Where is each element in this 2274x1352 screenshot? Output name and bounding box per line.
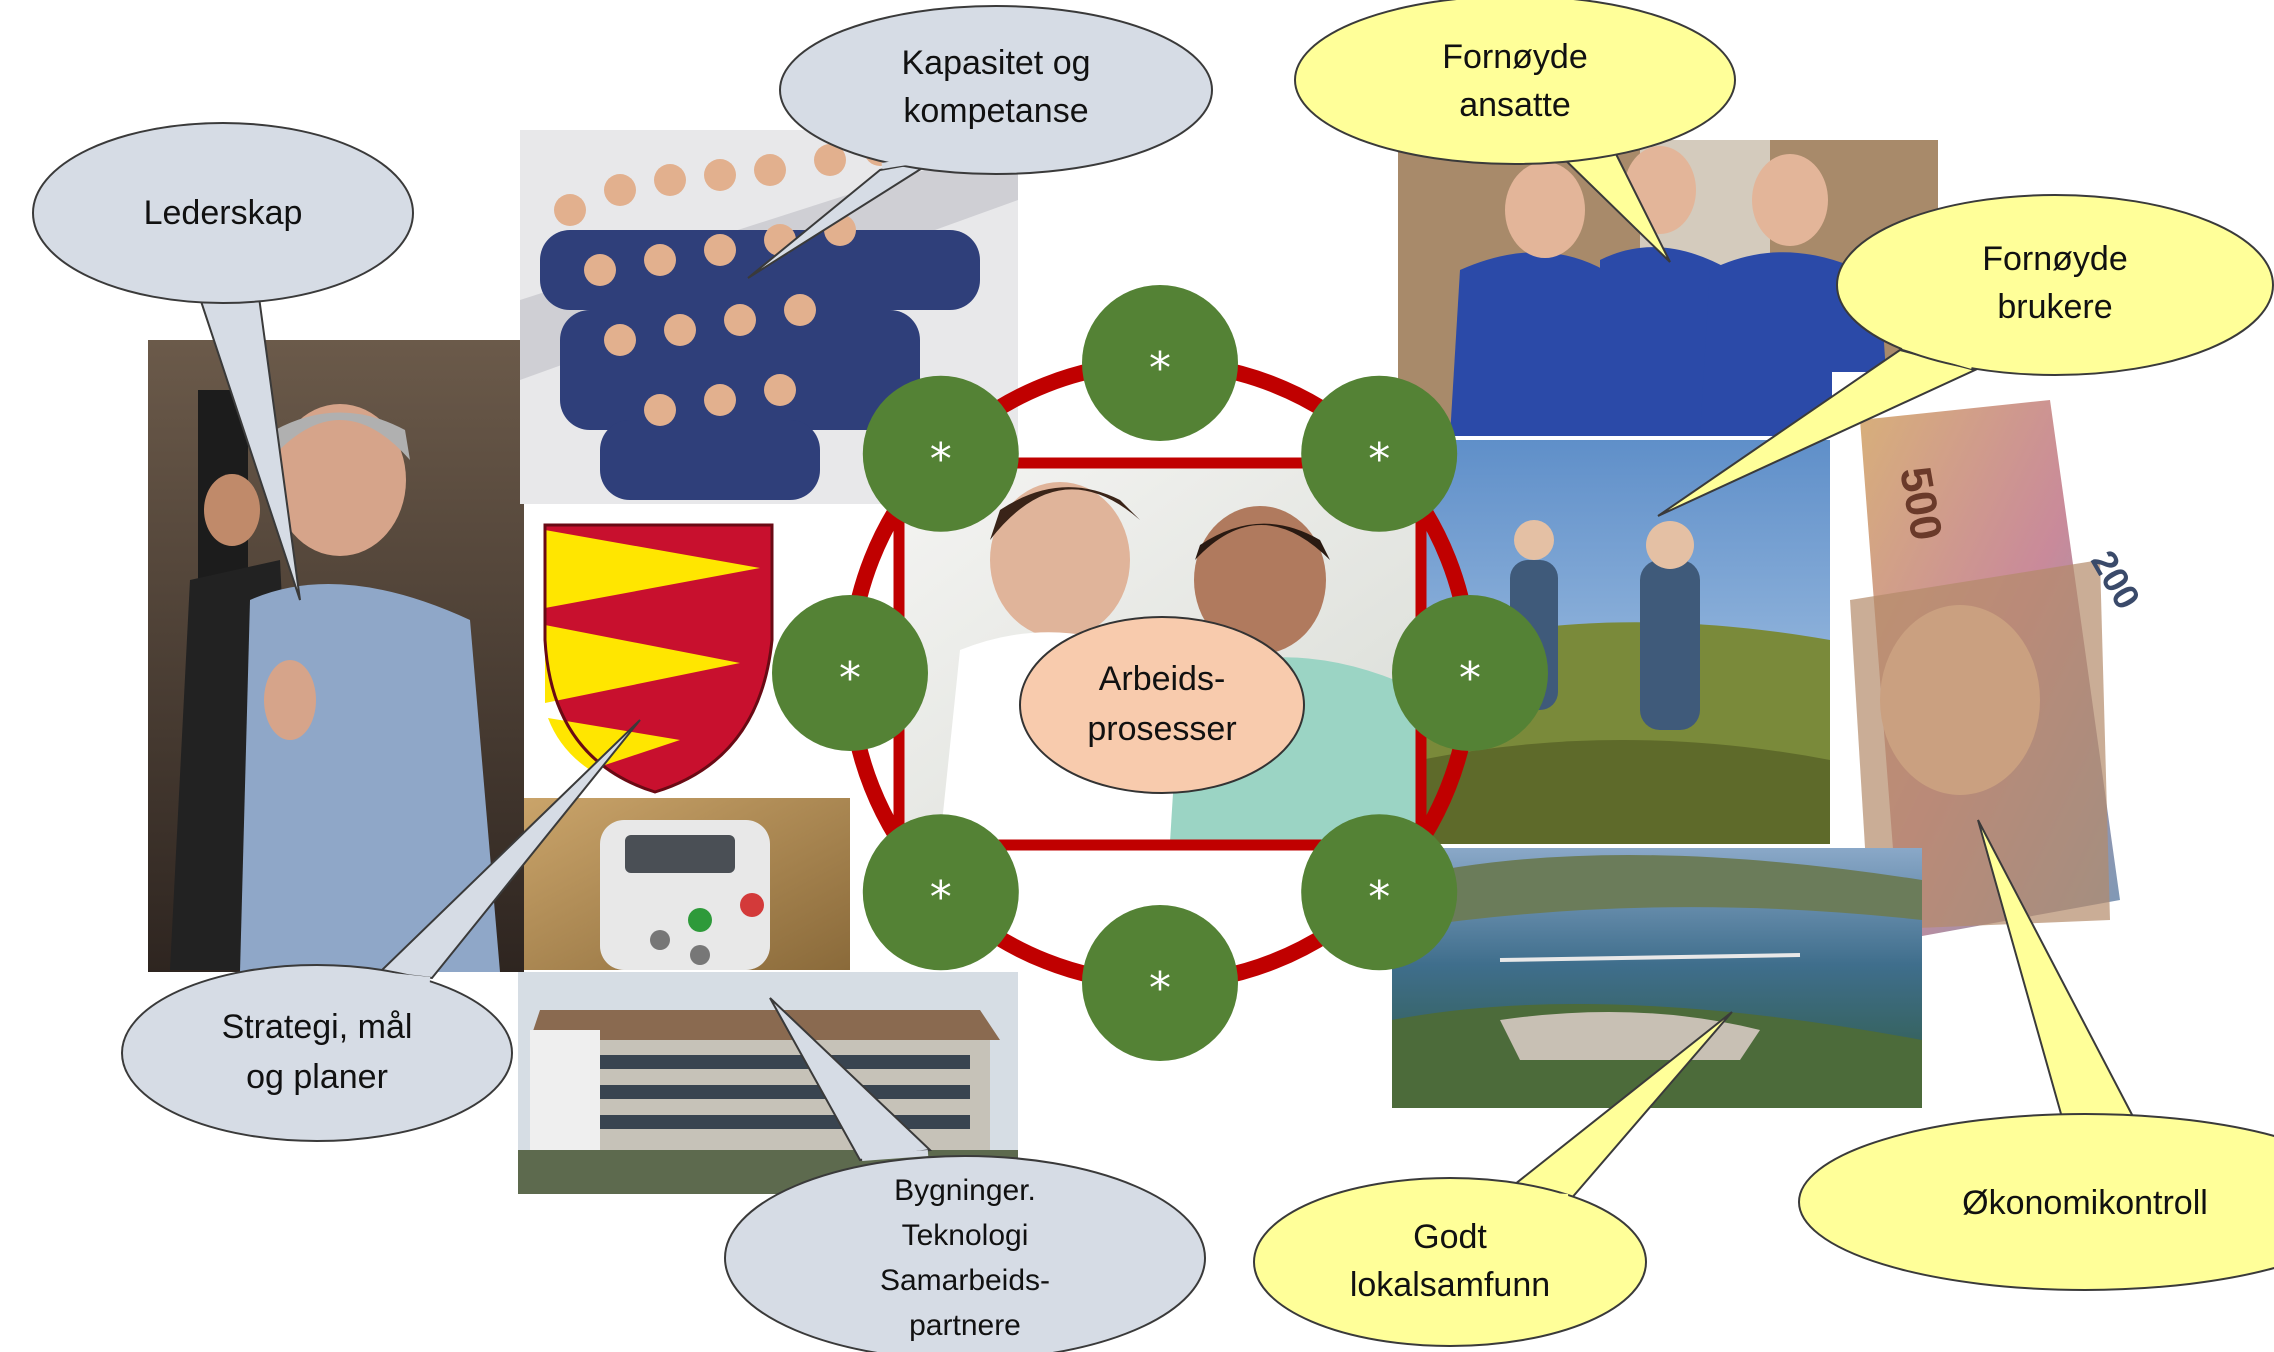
callout-text: Strategi, mål [222,1008,413,1046]
process-node-circle [862,814,1019,971]
callout-text: Kapasitet og [901,44,1090,82]
staff-group-photo [520,130,1018,504]
callout-text: og planer [246,1058,388,1096]
process-node-circle [772,595,928,751]
process-node-symbol: * [930,434,952,485]
callout-lederskap: Lederskap [32,122,414,601]
fjord-community-photo [1392,848,1922,1108]
process-node-circle [1392,595,1548,751]
callout-text: partnere [909,1309,1021,1342]
callout-fornoyde-brukere: Fornøyde brukere [1657,194,2274,517]
process-node: * [862,814,1019,971]
process-node-symbol: * [1149,343,1171,394]
process-node: * [1082,905,1238,1061]
process-node-symbol: * [1149,963,1171,1014]
callout-text: Godt [1413,1218,1487,1256]
process-node: * [1392,595,1548,751]
alarm-phone-photo [524,798,850,970]
hikers-photo [1420,440,1830,844]
callout-text: Samarbeids- [880,1264,1050,1297]
callout-text: Bygninger. [894,1174,1036,1207]
callout-text: kompetanse [903,92,1088,130]
callout-text: Teknologi [902,1219,1029,1252]
process-node-circle [1082,905,1238,1061]
callout-text: ansatte [1459,86,1571,124]
leadership-photo [148,340,524,972]
callout-text: Fornøyde [1982,240,2128,278]
callout-okonomikontroll: Økonomikontroll [1798,819,2274,1291]
process-node-circle [862,375,1019,532]
process-node: * [1301,375,1458,532]
center-label: Arbeids- prosesser [1019,616,1305,794]
callout-strategi: Strategi, mål og planer [121,719,641,1142]
process-node-circle [1301,814,1458,971]
callout-text: brukere [1997,288,2112,326]
process-node-circle [1301,375,1458,532]
callout-fornoyde-ansatte: Fornøyde ansatte [1294,0,1736,263]
process-node-symbol: * [1368,434,1390,485]
callout-kapasitet: Kapasitet og kompetanse [747,5,1213,279]
process-node: * [772,595,928,751]
callout-text: Fornøyde [1442,38,1588,76]
process-node-symbol: * [930,872,952,923]
process-node: * [862,375,1019,532]
process-node-circle [1082,285,1238,441]
banknotes-photo: 500 200 [1832,372,2149,940]
callout-text: lokalsamfunn [1350,1266,1550,1304]
callout-godt-lokalsamfunn: Godt lokalsamfunn [1253,1011,1733,1347]
process-node: * [1301,814,1458,971]
callout-bygninger: Bygninger. Teknologi Samarbeids- partner… [724,997,1206,1352]
process-node-symbol: * [1368,872,1390,923]
process-nodes: * * * * * * * * [772,285,1548,1061]
center-label-line: Arbeids- [1099,660,1226,698]
center-label-line: prosesser [1087,710,1236,748]
callout-text: Økonomikontroll [1962,1184,2208,1222]
callout-text: Lederskap [144,194,303,232]
coat-of-arms-shield [528,508,774,798]
process-node: * [1082,285,1238,441]
process-node-symbol: * [839,653,861,704]
process-node-symbol: * [1459,653,1481,704]
